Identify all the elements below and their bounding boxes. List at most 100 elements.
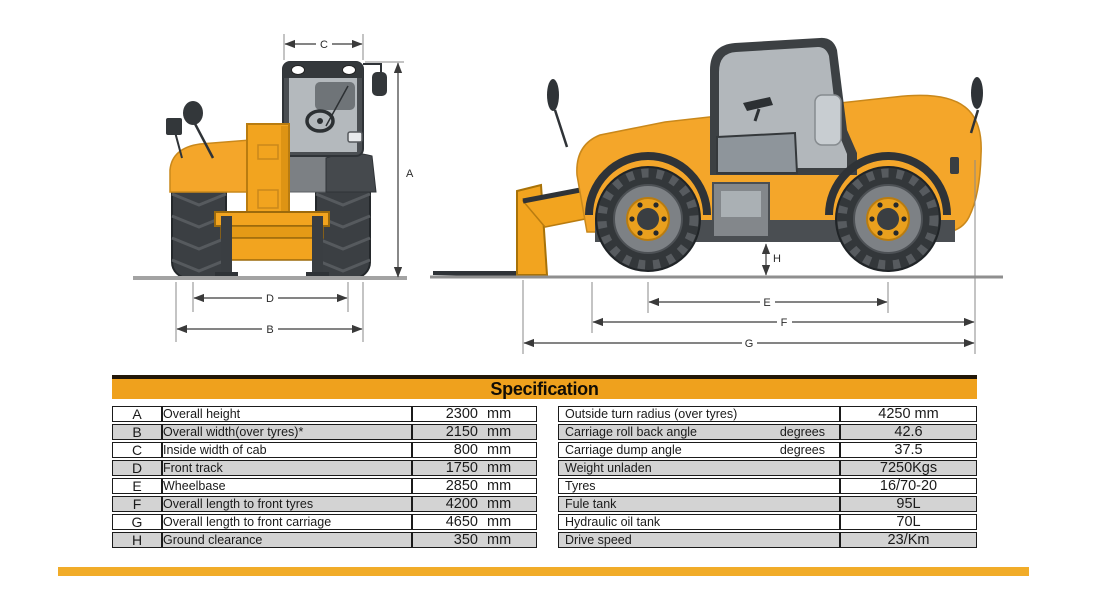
row-key: G [112, 514, 162, 530]
row-label: Overall height [162, 406, 412, 422]
row-value: 16/70-20 [840, 478, 977, 494]
table-row: Drive speed 23/Km [558, 532, 977, 548]
row-key: C [112, 442, 162, 458]
row-value: 37.5 [840, 442, 977, 458]
row-value-cell: 4650 mm [412, 514, 537, 530]
dimension-label-b: B [266, 324, 273, 336]
row-unit: mm [487, 496, 512, 512]
row-value-cell: 2150 mm [412, 424, 537, 440]
row-value: 2150 [445, 424, 478, 440]
row-unit: mm [487, 424, 512, 440]
row-unit: mm [487, 514, 512, 530]
front-right-mirror-icon [363, 63, 387, 96]
table-row: Hydraulic oil tank 70L [558, 514, 977, 530]
dimension-label-f: F [781, 317, 788, 329]
front-cab [282, 61, 364, 157]
row-value-cell: 800 mm [412, 442, 537, 458]
tail-lamp-icon [950, 157, 959, 174]
row-key: A [112, 406, 162, 422]
row-label: Wheelbase [162, 478, 412, 494]
rear-fender [825, 152, 951, 216]
front-carriage [214, 211, 330, 261]
row-label: Front track [162, 460, 412, 476]
row-label-cell: Outside turn radius (over tyres) [558, 406, 840, 422]
row-label-cell: Hydraulic oil tank [558, 514, 840, 530]
row-label-cell: Weight unladen [558, 460, 840, 476]
dimension-line-e: E [647, 282, 889, 313]
row-label: Tyres [565, 479, 596, 493]
row-value: 4200 [445, 496, 478, 512]
dimension-line-f: F [591, 282, 975, 333]
table-row: E Wheelbase 2850 mm [112, 478, 537, 494]
row-value: 23/Km [840, 532, 977, 548]
row-value: 350 [453, 532, 478, 548]
row-key: D [112, 460, 162, 476]
row-value: 800 [453, 442, 478, 458]
row-label: Hydraulic oil tank [565, 515, 661, 529]
row-label: Carriage roll back angle [565, 425, 698, 439]
row-unit: mm [487, 478, 512, 494]
table-row: Carriage roll back angle degrees 42.6 [558, 424, 977, 440]
row-label-cell: Tyres [558, 478, 840, 494]
row-value: 70L [840, 514, 977, 530]
table-row: Tyres 16/70-20 [558, 478, 977, 494]
row-label: Outside turn radius (over tyres) [565, 407, 738, 421]
dimension-label-a: A [406, 168, 414, 180]
rear-wheel-icon [835, 166, 941, 272]
bottom-accent-bar [58, 567, 1029, 576]
row-value: 1750 [445, 460, 478, 476]
table-row: Outside turn radius (over tyres) 4250 mm [558, 406, 977, 422]
row-value: 95L [840, 496, 977, 512]
dimension-line-a: A [365, 61, 414, 278]
row-value: 4650 [445, 514, 478, 530]
table-row: Carriage dump angle degrees 37.5 [558, 442, 977, 458]
table-row: F Overall length to front tyres 4200 mm [112, 496, 537, 512]
dimension-label-e: E [763, 297, 770, 309]
row-label: Overall width(over tyres)* [162, 424, 412, 440]
dimension-label-g: G [745, 338, 754, 350]
side-cab [710, 37, 857, 175]
dimension-label-c: C [320, 39, 328, 51]
row-unit: mm [487, 442, 512, 458]
row-label: Weight unladen [565, 461, 652, 475]
dimension-line-b: B [175, 282, 364, 342]
table-row: Weight unladen 7250Kgs [558, 460, 977, 476]
row-key: E [112, 478, 162, 494]
row-label-cell: Carriage roll back angle degrees [558, 424, 840, 440]
chassis-panel [712, 182, 770, 238]
front-fender [585, 152, 711, 216]
dimension-line-h: H [761, 243, 781, 276]
dimension-line-g: G [522, 160, 976, 354]
row-value-cell: 2850 mm [412, 478, 537, 494]
front-view-drawing: C A D B [133, 34, 414, 342]
row-value-cell: 4200 mm [412, 496, 537, 512]
row-note: degrees [779, 425, 825, 439]
row-value: 42.6 [840, 424, 977, 440]
row-label-cell: Drive speed [558, 532, 840, 548]
row-label: Drive speed [565, 533, 632, 547]
side-view-drawing: H E F G [430, 37, 1003, 354]
front-left-mirror-icon [166, 101, 215, 159]
dimension-label-h: H [773, 253, 781, 265]
row-value: 4250 mm [840, 406, 977, 422]
row-key: F [112, 496, 162, 512]
front-forks-icon [215, 216, 329, 278]
row-value: 7250Kgs [840, 460, 977, 476]
table-row: G Overall length to front carriage 4650 m… [112, 514, 537, 530]
row-note: degrees [779, 443, 825, 457]
dimension-label-d: D [266, 293, 274, 305]
row-label: Overall length to front carriage [162, 514, 412, 530]
spec-table-right: Outside turn radius (over tyres) 4250 mm… [558, 404, 977, 550]
row-label: Overall length to front tyres [162, 496, 412, 512]
row-label: Carriage dump angle [565, 443, 682, 457]
table-row: Fule tank 95L [558, 496, 977, 512]
row-value: 2850 [445, 478, 478, 494]
row-key: H [112, 532, 162, 548]
